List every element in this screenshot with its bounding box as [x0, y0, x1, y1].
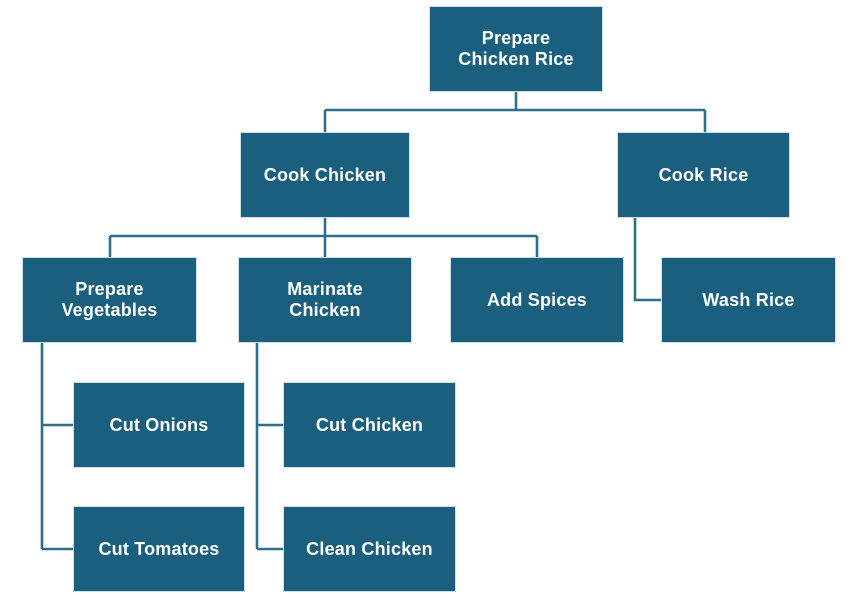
node-cook-rice[interactable]: Cook Rice [617, 132, 790, 218]
node-label: Marinate Chicken [287, 279, 363, 320]
node-label: Wash Rice [702, 289, 795, 310]
node-label: Cook Chicken [263, 164, 387, 185]
node-label: Cut Tomatoes [98, 538, 220, 559]
node-prepare-vegetables[interactable]: Prepare Vegetables [22, 257, 197, 343]
node-cut-tomatoes[interactable]: Cut Tomatoes [73, 506, 245, 592]
node-wash-rice[interactable]: Wash Rice [661, 257, 836, 343]
node-label: Prepare Chicken Rice [458, 28, 574, 69]
node-prepare-chicken-rice[interactable]: Prepare Chicken Rice [429, 6, 603, 92]
node-label: Add Spices [486, 289, 588, 310]
node-label: Cut Chicken [315, 414, 424, 435]
node-label: Cut Onions [109, 414, 209, 435]
node-marinate-chicken[interactable]: Marinate Chicken [238, 257, 412, 343]
node-cook-chicken[interactable]: Cook Chicken [240, 132, 410, 218]
node-label: Clean Chicken [306, 538, 433, 559]
edge-cook-rice-to-wash-rice [633, 218, 661, 302]
node-clean-chicken[interactable]: Clean Chicken [283, 506, 456, 592]
node-label: Prepare Vegetables [61, 279, 158, 320]
node-add-spices[interactable]: Add Spices [450, 257, 624, 343]
node-cut-chicken[interactable]: Cut Chicken [283, 382, 456, 468]
node-cut-onions[interactable]: Cut Onions [73, 382, 245, 468]
node-label: Cook Rice [658, 164, 749, 185]
